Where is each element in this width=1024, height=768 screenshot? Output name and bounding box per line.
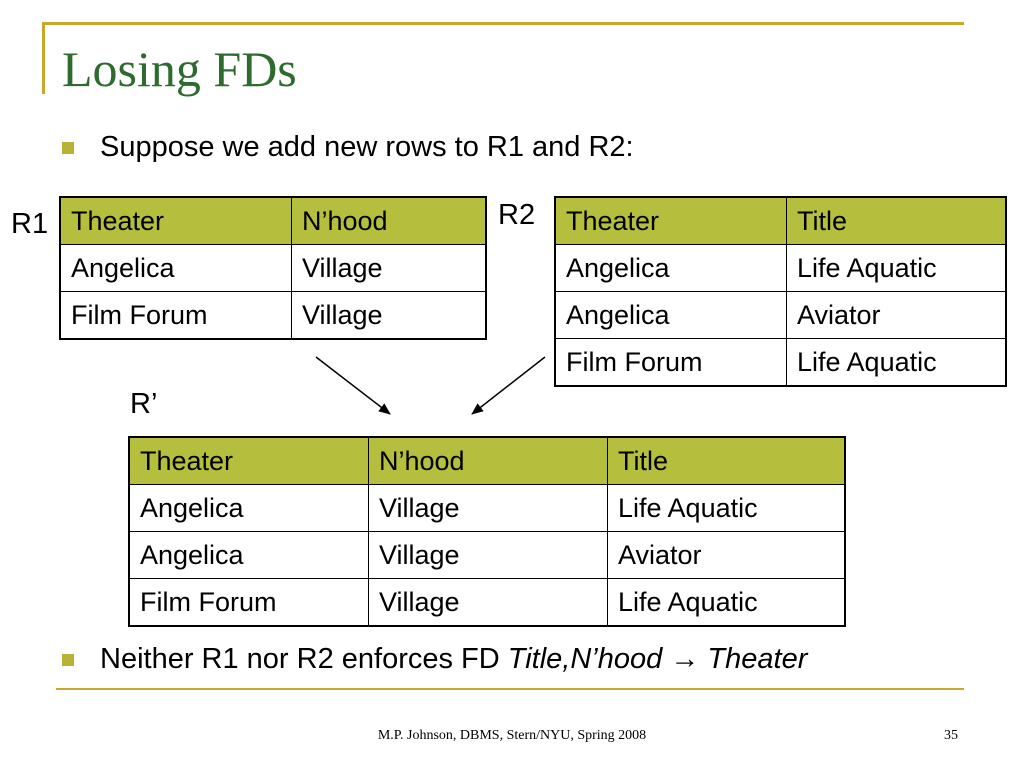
table-cell: Village [368, 484, 608, 532]
table-cell: Village [291, 291, 487, 340]
table-header-row: Theater Title [554, 196, 1007, 245]
bullet-2-text: Neither R1 nor R2 enforces FD [100, 643, 508, 675]
table-cell: Angelica [128, 484, 369, 532]
header-cell: Title [607, 436, 846, 485]
table-row: Film Forum Village Life Aquatic [128, 578, 846, 627]
r1-table: Theater N’hood Angelica Village Film For… [59, 196, 487, 340]
table-cell: Village [368, 531, 608, 579]
r2-table: Theater Title Angelica Life Aquatic Ange… [554, 196, 1007, 387]
header-cell: Theater [128, 436, 369, 485]
table-row: Angelica Village [59, 244, 487, 292]
table-cell: Village [368, 578, 608, 627]
table-cell: Angelica [554, 291, 787, 339]
table-cell: Film Forum [59, 291, 292, 340]
table-cell: Village [291, 244, 487, 292]
header-cell: N’hood [291, 196, 487, 245]
slide-title: Losing FDs [62, 41, 297, 97]
header-cell: Theater [59, 196, 292, 245]
bullet-item-1: Suppose we add new rows to R1 and R2: [62, 133, 634, 162]
table-cell: Film Forum [128, 578, 369, 627]
table-header-row: Theater N’hood Title [128, 436, 846, 485]
slide-footer: M.P. Johnson, DBMS, Stern/NYU, Spring 20… [377, 728, 647, 743]
fd-right-side: Theater [707, 643, 808, 675]
slide-frame-bottom [56, 688, 964, 690]
bullet-text-1: Suppose we add new rows to R1 and R2: [100, 131, 634, 163]
table-cell: Aviator [786, 291, 1007, 339]
fd-arrow-icon: → [670, 643, 700, 675]
table-row: Angelica Village Life Aquatic [128, 484, 846, 532]
bullet-item-2: Neither R1 nor R2 enforces FD Title,N’ho… [62, 645, 807, 674]
table-cell: Angelica [128, 531, 369, 579]
arrow-r1-to-rprime [315, 356, 391, 415]
r1-label: R1 [11, 208, 49, 240]
header-cell: N’hood [368, 436, 608, 485]
table-cell: Life Aquatic [607, 484, 846, 532]
bullet-text-2: Neither R1 nor R2 enforces FD Title,N’ho… [100, 645, 807, 674]
table-cell: Angelica [59, 244, 292, 292]
table-cell: Life Aquatic [786, 338, 1007, 387]
table-row: Angelica Aviator [554, 291, 1007, 339]
table-cell: Life Aquatic [607, 578, 846, 627]
r2-label: R2 [498, 199, 536, 231]
header-cell: Theater [554, 196, 787, 245]
square-bullet-icon [62, 653, 74, 666]
square-bullet-icon [62, 141, 74, 154]
table-row: Film Forum Life Aquatic [554, 338, 1007, 387]
header-cell: Title [786, 196, 1007, 245]
table-header-row: Theater N’hood [59, 196, 487, 245]
slide-frame-top [42, 22, 964, 25]
table-row: Angelica Village Aviator [128, 531, 846, 579]
rprime-label: R’ [130, 388, 158, 420]
table-row: Film Forum Village [59, 291, 487, 340]
rprime-table: Theater N’hood Title Angelica Village Li… [128, 436, 846, 627]
table-cell: Life Aquatic [786, 244, 1007, 292]
table-row: Angelica Life Aquatic [554, 244, 1007, 292]
arrow-r2-to-rprime [471, 356, 546, 415]
table-cell: Aviator [607, 531, 846, 579]
slide-frame-left [42, 22, 45, 94]
table-cell: Film Forum [554, 338, 787, 387]
page-number: 35 [944, 728, 958, 743]
fd-left-side: Title,N’hood [507, 643, 663, 675]
